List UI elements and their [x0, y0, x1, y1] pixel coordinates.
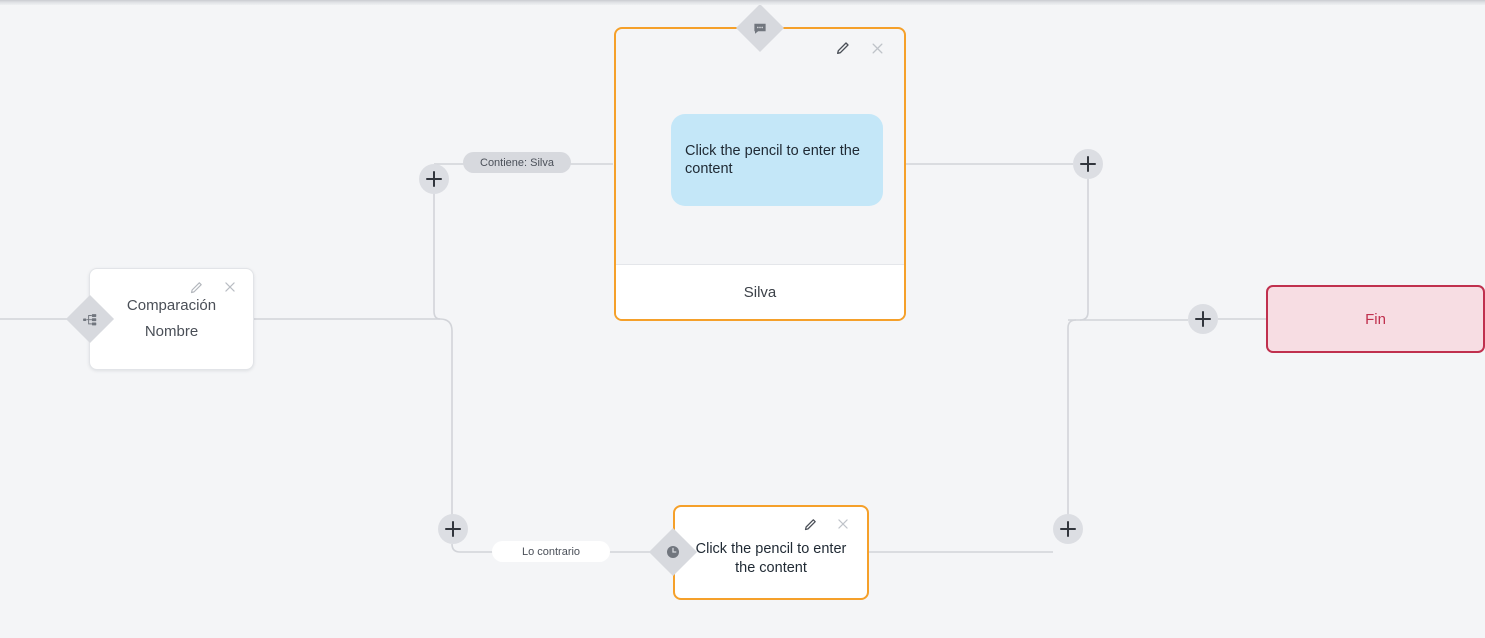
add-node-button-before-end[interactable] — [1188, 304, 1218, 334]
add-node-button-false-branch[interactable] — [438, 514, 468, 544]
message-node-false-actions — [801, 515, 852, 533]
message-content-text: Click the pencil to enter the content — [685, 143, 860, 177]
message-node-false-text: Click the pencil to enter the content — [695, 540, 847, 576]
add-node-button-after-false[interactable] — [1053, 514, 1083, 544]
close-icon[interactable] — [221, 278, 239, 296]
comparison-node-title: Comparación — [126, 297, 217, 314]
comparison-node-subtitle: Nombre — [144, 323, 199, 340]
message-node-true[interactable]: Click the pencil to enter the content Si… — [614, 27, 906, 321]
close-icon[interactable] — [834, 515, 852, 533]
comparison-node-port[interactable] — [65, 294, 115, 344]
contact-name-label: Silva — [743, 283, 777, 301]
sitemap-icon — [83, 312, 98, 327]
end-node-label: Fin — [1365, 310, 1386, 328]
edge-label-true-branch[interactable]: Contiene: Silva — [463, 152, 571, 173]
edge-label-false-branch[interactable]: Lo contrario — [492, 541, 610, 562]
message-node-true-port[interactable] — [735, 3, 785, 53]
pencil-icon[interactable] — [801, 515, 819, 533]
message-node-true-actions — [834, 39, 886, 57]
pencil-icon[interactable] — [187, 278, 205, 296]
toolbar-edge-strip — [0, 0, 1485, 5]
comparison-node-body: Comparación Nombre — [90, 269, 253, 367]
add-node-button-true-branch[interactable] — [419, 164, 449, 194]
clock-icon — [665, 544, 681, 560]
pencil-icon[interactable] — [834, 39, 852, 57]
message-content-bubble[interactable]: Click the pencil to enter the content — [671, 114, 883, 206]
message-bubble-icon — [753, 21, 768, 36]
add-node-button-after-true[interactable] — [1073, 149, 1103, 179]
message-node-true-footer: Silva — [616, 264, 904, 319]
message-node-false[interactable]: Click the pencil to enter the content — [673, 505, 869, 600]
message-node-false-port[interactable] — [648, 527, 698, 577]
end-node[interactable]: Fin — [1266, 285, 1485, 353]
comparison-node[interactable]: Comparación Nombre — [89, 268, 254, 370]
comparison-node-actions — [187, 278, 239, 296]
close-icon[interactable] — [868, 39, 886, 57]
